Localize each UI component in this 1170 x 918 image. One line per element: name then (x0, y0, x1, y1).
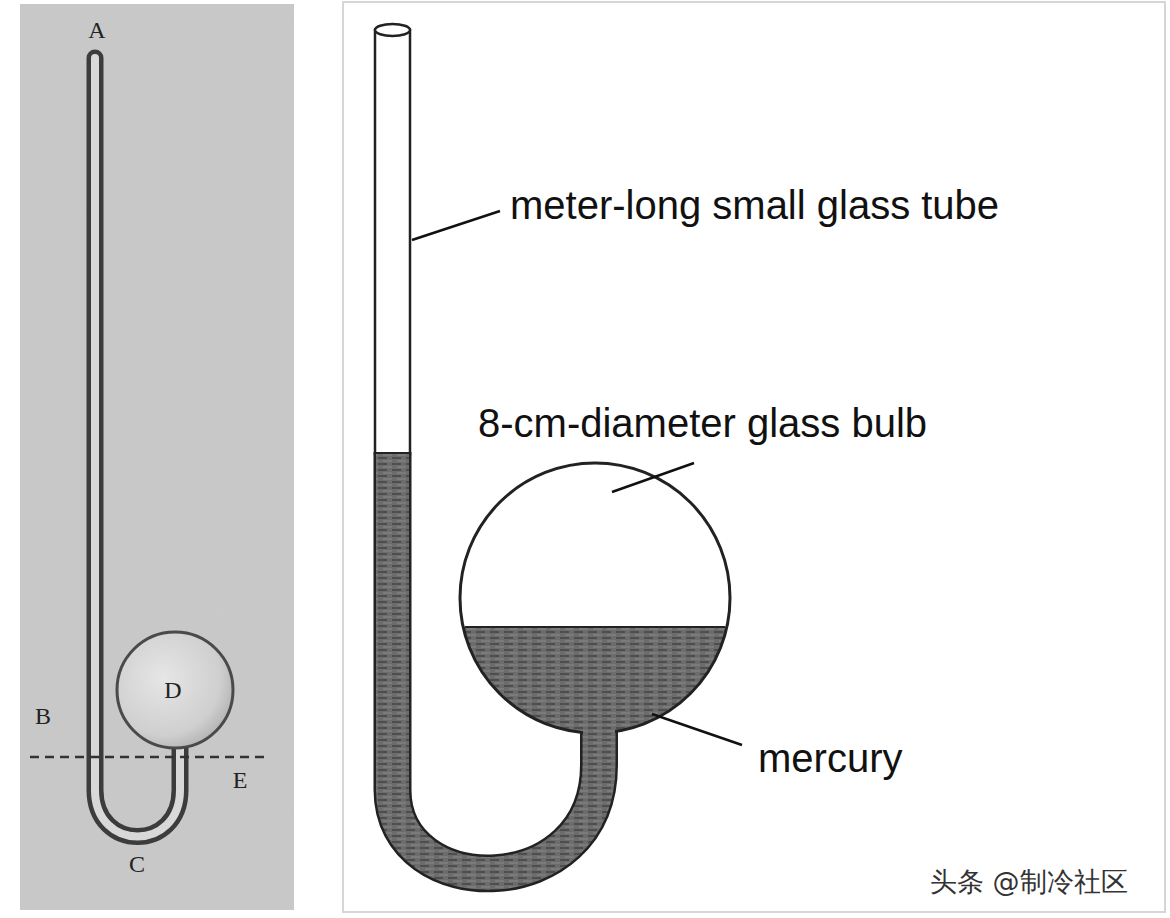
bulb-neck (583, 720, 615, 740)
leader-line (412, 211, 500, 240)
part-letter: B (35, 704, 51, 728)
modern-drawing (343, 2, 1165, 912)
leader-line (652, 714, 742, 745)
part-label: meter-long small glass tube (510, 185, 999, 225)
mercury-level (465, 626, 725, 628)
photo-ground (20, 4, 294, 910)
panel (343, 2, 1165, 912)
bulb (117, 632, 233, 748)
part-letter: C (129, 852, 145, 876)
part-label: 8-cm-diameter glass bulb (478, 403, 927, 443)
mercury-in-bulb (460, 627, 730, 733)
part-letter: E (233, 768, 248, 792)
tube-mouth (375, 24, 410, 36)
bulb-inside (460, 463, 730, 733)
mercury-meniscus (376, 452, 409, 454)
dashed-level-line (30, 756, 268, 759)
part-letter: D (164, 678, 181, 702)
leader-line (612, 463, 694, 492)
glass-bulb (460, 463, 730, 733)
part-label: mercury (758, 738, 902, 778)
glass-tube (375, 30, 410, 454)
watermark: 头条 @制冷社区 (930, 868, 1128, 895)
part-letter: A (88, 18, 105, 42)
old-drawing (20, 4, 294, 910)
photo-grain (20, 4, 294, 910)
